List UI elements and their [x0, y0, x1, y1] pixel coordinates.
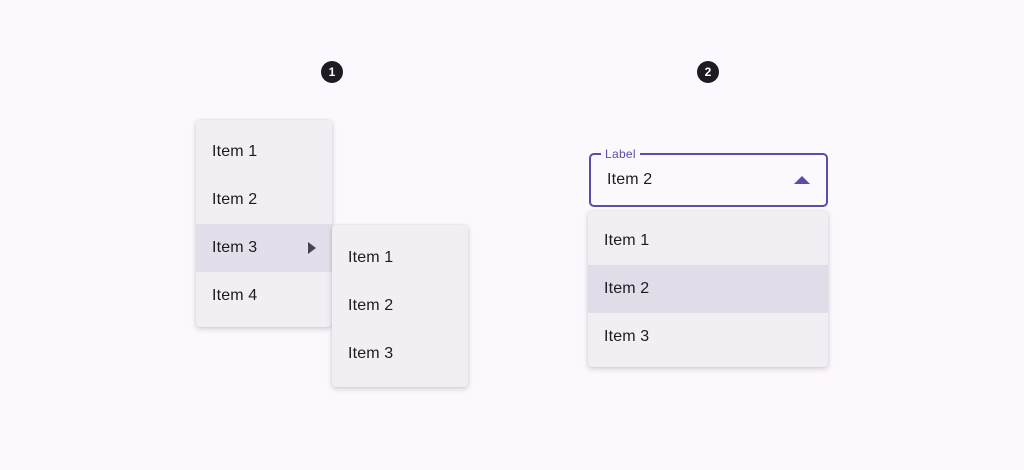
- submenu-item-3[interactable]: Item 3: [332, 330, 468, 378]
- context-menu: Item 1 Item 2 Item 3 Item 4: [196, 120, 332, 327]
- select-dropdown: Item 1 Item 2 Item 3: [588, 211, 828, 367]
- submenu-item-2[interactable]: Item 2: [332, 282, 468, 330]
- dropdown-option-2[interactable]: Item 2: [588, 265, 828, 313]
- select-value: Item 2: [607, 171, 653, 188]
- menu-item-label: Item 3: [348, 345, 394, 362]
- menu-item-label: Item 3: [212, 239, 258, 256]
- dropdown-option-1[interactable]: Item 1: [588, 217, 828, 265]
- select-floating-label: Label: [601, 146, 640, 162]
- menu-item-label: Item 1: [348, 249, 394, 266]
- submenu-item-1[interactable]: Item 1: [332, 234, 468, 282]
- menu-item-3[interactable]: Item 3: [196, 224, 332, 272]
- menu-item-label: Item 2: [348, 297, 394, 314]
- menu-item-1[interactable]: Item 1: [196, 128, 332, 176]
- menu-item-label: Item 2: [212, 191, 258, 208]
- menu-item-2[interactable]: Item 2: [196, 176, 332, 224]
- example-2-badge: 2: [697, 61, 719, 83]
- example-1-badge: 1: [321, 61, 343, 83]
- submenu-arrow-icon: [308, 242, 316, 254]
- dropdown-option-3[interactable]: Item 3: [588, 313, 828, 361]
- menu-item-4[interactable]: Item 4: [196, 272, 332, 320]
- menu-item-label: Item 1: [212, 143, 258, 160]
- option-label: Item 1: [604, 232, 650, 249]
- menu-item-label: Item 4: [212, 287, 258, 304]
- caret-up-icon: [794, 176, 810, 184]
- select-field[interactable]: Label Item 2: [589, 146, 828, 207]
- context-submenu: Item 1 Item 2 Item 3: [332, 225, 468, 387]
- option-label: Item 3: [604, 328, 650, 345]
- option-label: Item 2: [604, 280, 650, 297]
